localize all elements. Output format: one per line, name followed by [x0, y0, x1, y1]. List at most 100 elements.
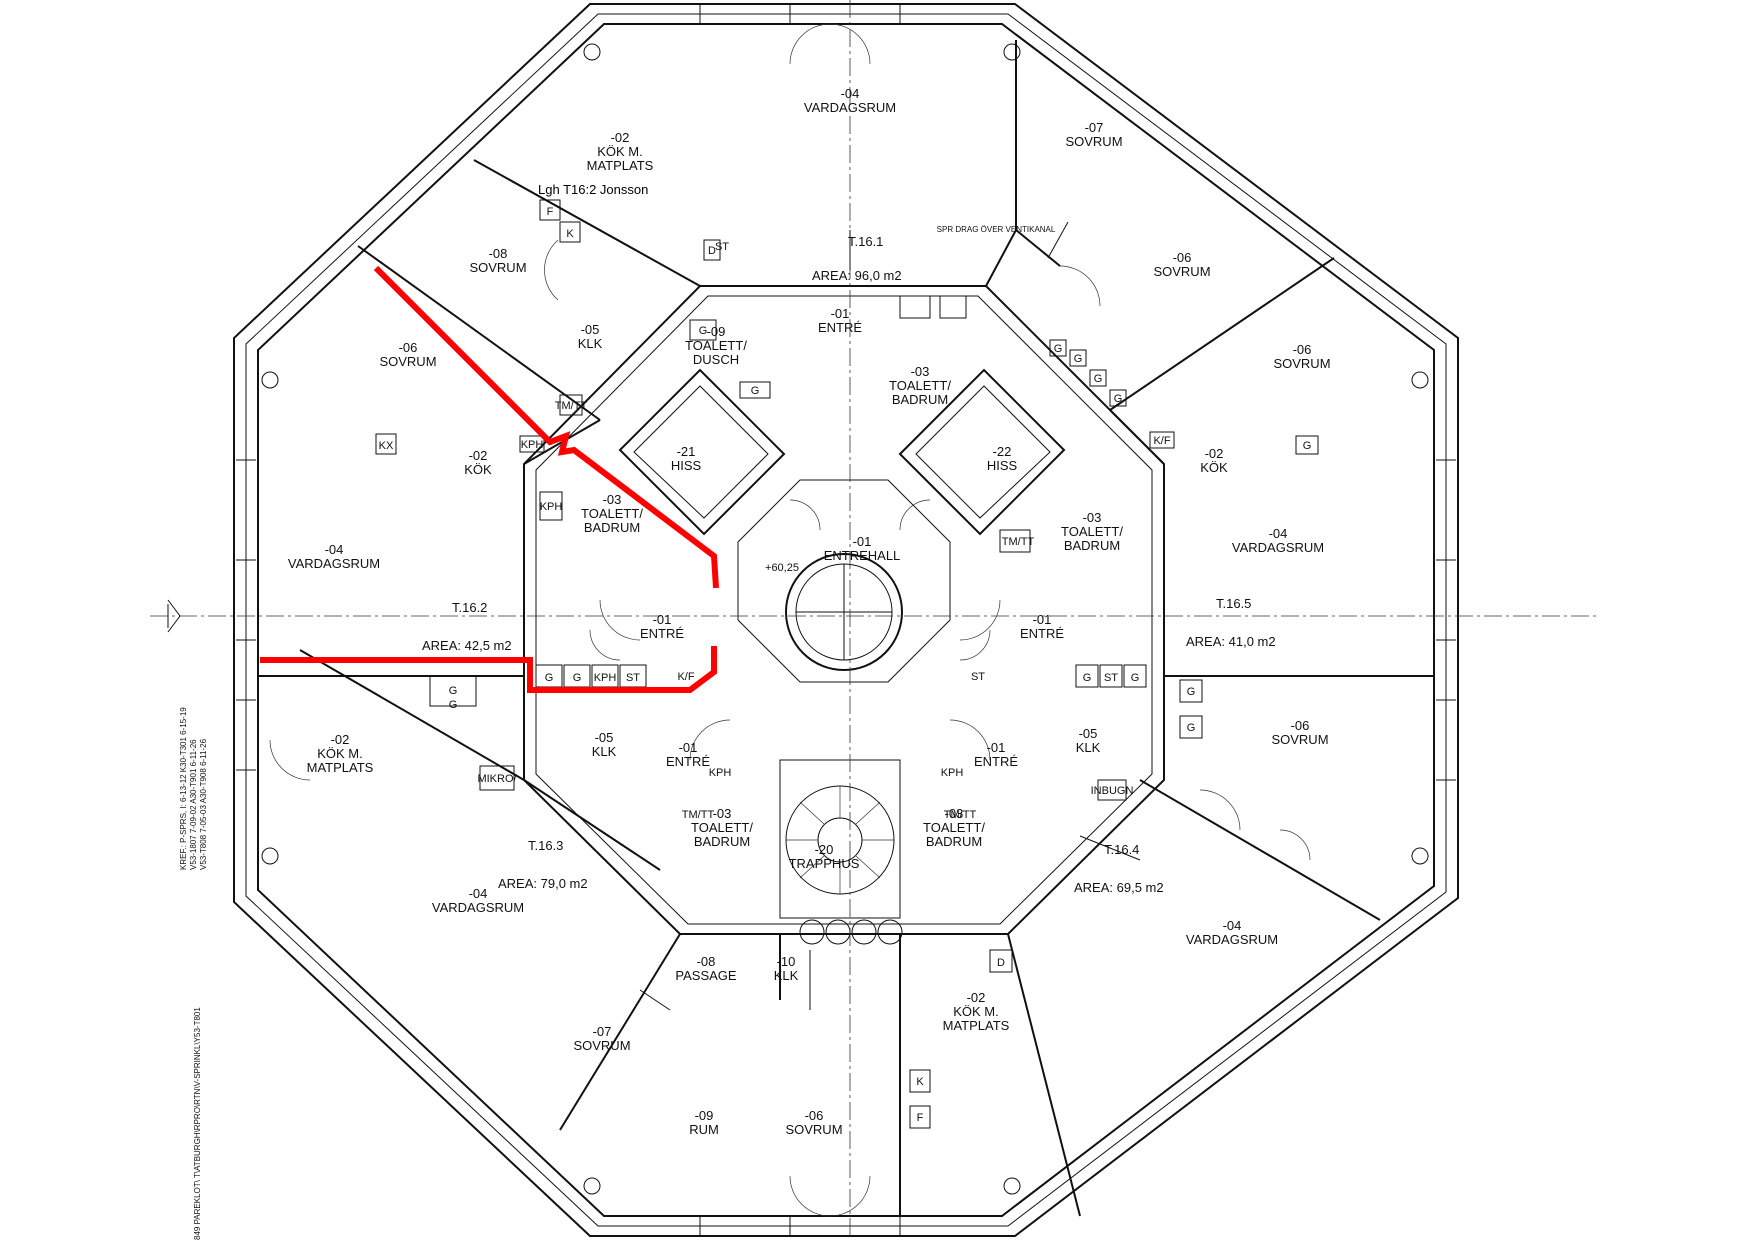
room-name: TOALETT/: [1061, 524, 1123, 539]
room-number: -08: [697, 954, 716, 969]
room-number: -03: [603, 492, 622, 507]
room-number: -06: [805, 1108, 824, 1123]
apartment-id: T.16.3: [528, 838, 563, 853]
ventilation-note: SPR DRAG ÖVER VENTIKANAL: [937, 225, 1056, 234]
room-number: -02: [967, 990, 986, 1005]
side-text-line: V53-1807 7-09-02 A30-T901 6-11-26: [189, 739, 198, 870]
room-name: SOVRUM: [1153, 264, 1210, 279]
room-name-line2: BADRUM: [926, 834, 982, 849]
room-name: VARDAGSRUM: [1232, 540, 1324, 555]
fixtures: [375, 199, 1319, 1129]
room-number: -04: [469, 886, 488, 901]
apartment-boundary-highlight: [260, 265, 719, 693]
room-number: -04: [841, 86, 860, 101]
room-number: -03: [945, 806, 964, 821]
room-name: ENTRÉ: [666, 754, 710, 769]
room-name: SOVRUM: [1273, 356, 1330, 371]
apartment-area: AREA: 42,5 m2: [422, 638, 512, 653]
room-number: -01: [679, 740, 698, 755]
fixture-code: ST: [715, 241, 729, 253]
room-number: -10: [777, 954, 796, 969]
fixture-code: MIKRO/: [477, 773, 517, 785]
room-number: -05: [1079, 726, 1098, 741]
room-name-line2: BADRUM: [694, 834, 750, 849]
room-name: TOALETT/: [889, 378, 951, 393]
room-name-line2: MATPLATS: [943, 1018, 1010, 1033]
fixture-code: TM/TT: [555, 400, 588, 412]
fixture-code: KPH: [540, 501, 563, 513]
fixture-code: ST: [971, 671, 985, 683]
apartment-area: AREA: 96,0 m2: [812, 268, 902, 283]
room-number: -07: [1085, 120, 1104, 135]
room-name: VARDAGSRUM: [804, 100, 896, 115]
fixture-code: KX: [379, 440, 394, 452]
inner-core: [523, 285, 1165, 945]
room-name: SOVRUM: [469, 260, 526, 275]
room-number: -03: [1083, 510, 1102, 525]
fixture-code: K: [916, 1076, 924, 1088]
room-number: -09: [695, 1108, 714, 1123]
fixture-code: KPH: [941, 767, 964, 779]
room-name: SOVRUM: [1065, 134, 1122, 149]
room-name: SOVRUM: [573, 1038, 630, 1053]
room-number: -01: [1033, 612, 1052, 627]
room-name: HISS: [671, 458, 702, 473]
room-number: -05: [581, 322, 600, 337]
fixture-code: ST: [626, 672, 640, 684]
room-name-line2: MATPLATS: [307, 760, 374, 775]
room-name: KLK: [774, 968, 799, 983]
room-number: -01: [653, 612, 672, 627]
room-name: KÖK M.: [953, 1004, 999, 1019]
apartment-id: T.16.5: [1216, 596, 1251, 611]
fixture-code: G: [1054, 343, 1063, 355]
fixture-code: G: [545, 672, 554, 684]
room-name: KLK: [592, 744, 617, 759]
fixture-code: KPH: [709, 767, 732, 779]
room-number: -01: [853, 534, 872, 549]
room-name: KLK: [578, 336, 603, 351]
room-name: PASSAGE: [675, 968, 737, 983]
fixture-code: TM/TT: [1002, 536, 1035, 548]
room-name: TOALETT/: [691, 820, 753, 835]
room-name: KÖK M.: [317, 746, 363, 761]
owner-label: Lgh T16:2 Jonsson: [538, 182, 648, 197]
highlight-line-north: [373, 265, 719, 589]
room-number: -04: [325, 542, 344, 557]
room-name: RUM: [689, 1122, 719, 1137]
outer-walls: [233, 3, 1459, 1237]
room-number: -07: [593, 1024, 612, 1039]
fixture-code: G: [449, 685, 458, 697]
room-name-line2: BADRUM: [892, 392, 948, 407]
fixture-code: K/F: [677, 671, 694, 683]
room-name: TOALETT/: [581, 506, 643, 521]
room-number: -08: [489, 246, 508, 261]
apartment-area: AREA: 41,0 m2: [1186, 634, 1276, 649]
room-number: -06: [399, 340, 418, 355]
room-number: -06: [1173, 250, 1192, 265]
apartment-id: T.16.2: [452, 600, 487, 615]
room-number: -03: [911, 364, 930, 379]
room-name-line2: MATPLATS: [587, 158, 654, 173]
room-number: -04: [1269, 526, 1288, 541]
room-name: TOALETT/: [685, 338, 747, 353]
central-level: +60,25: [765, 562, 799, 574]
room-number: -02: [1205, 446, 1224, 461]
grid-axes: [150, 0, 1600, 1240]
fixture-code: F: [547, 206, 554, 218]
room-name: SOVRUM: [785, 1122, 842, 1137]
room-number: -01: [987, 740, 1006, 755]
fixture-code: G: [1303, 440, 1312, 452]
room-name: SOVRUM: [1271, 732, 1328, 747]
highlight-line-south: [260, 646, 717, 693]
fixture-code: KPH: [521, 439, 544, 451]
room-name-line2: DUSCH: [693, 352, 739, 367]
fixture-code: K: [566, 228, 574, 240]
room-name: VARDAGSRUM: [288, 556, 380, 571]
fixture-code: INBUGN: [1091, 785, 1134, 797]
room-name: ENTRÉ: [640, 626, 684, 641]
fixture-code: G: [751, 385, 760, 397]
side-text-line: V53-T808 7-05-03 A30-T908 6-11-26: [199, 738, 208, 870]
room-name: KLK: [1076, 740, 1101, 755]
